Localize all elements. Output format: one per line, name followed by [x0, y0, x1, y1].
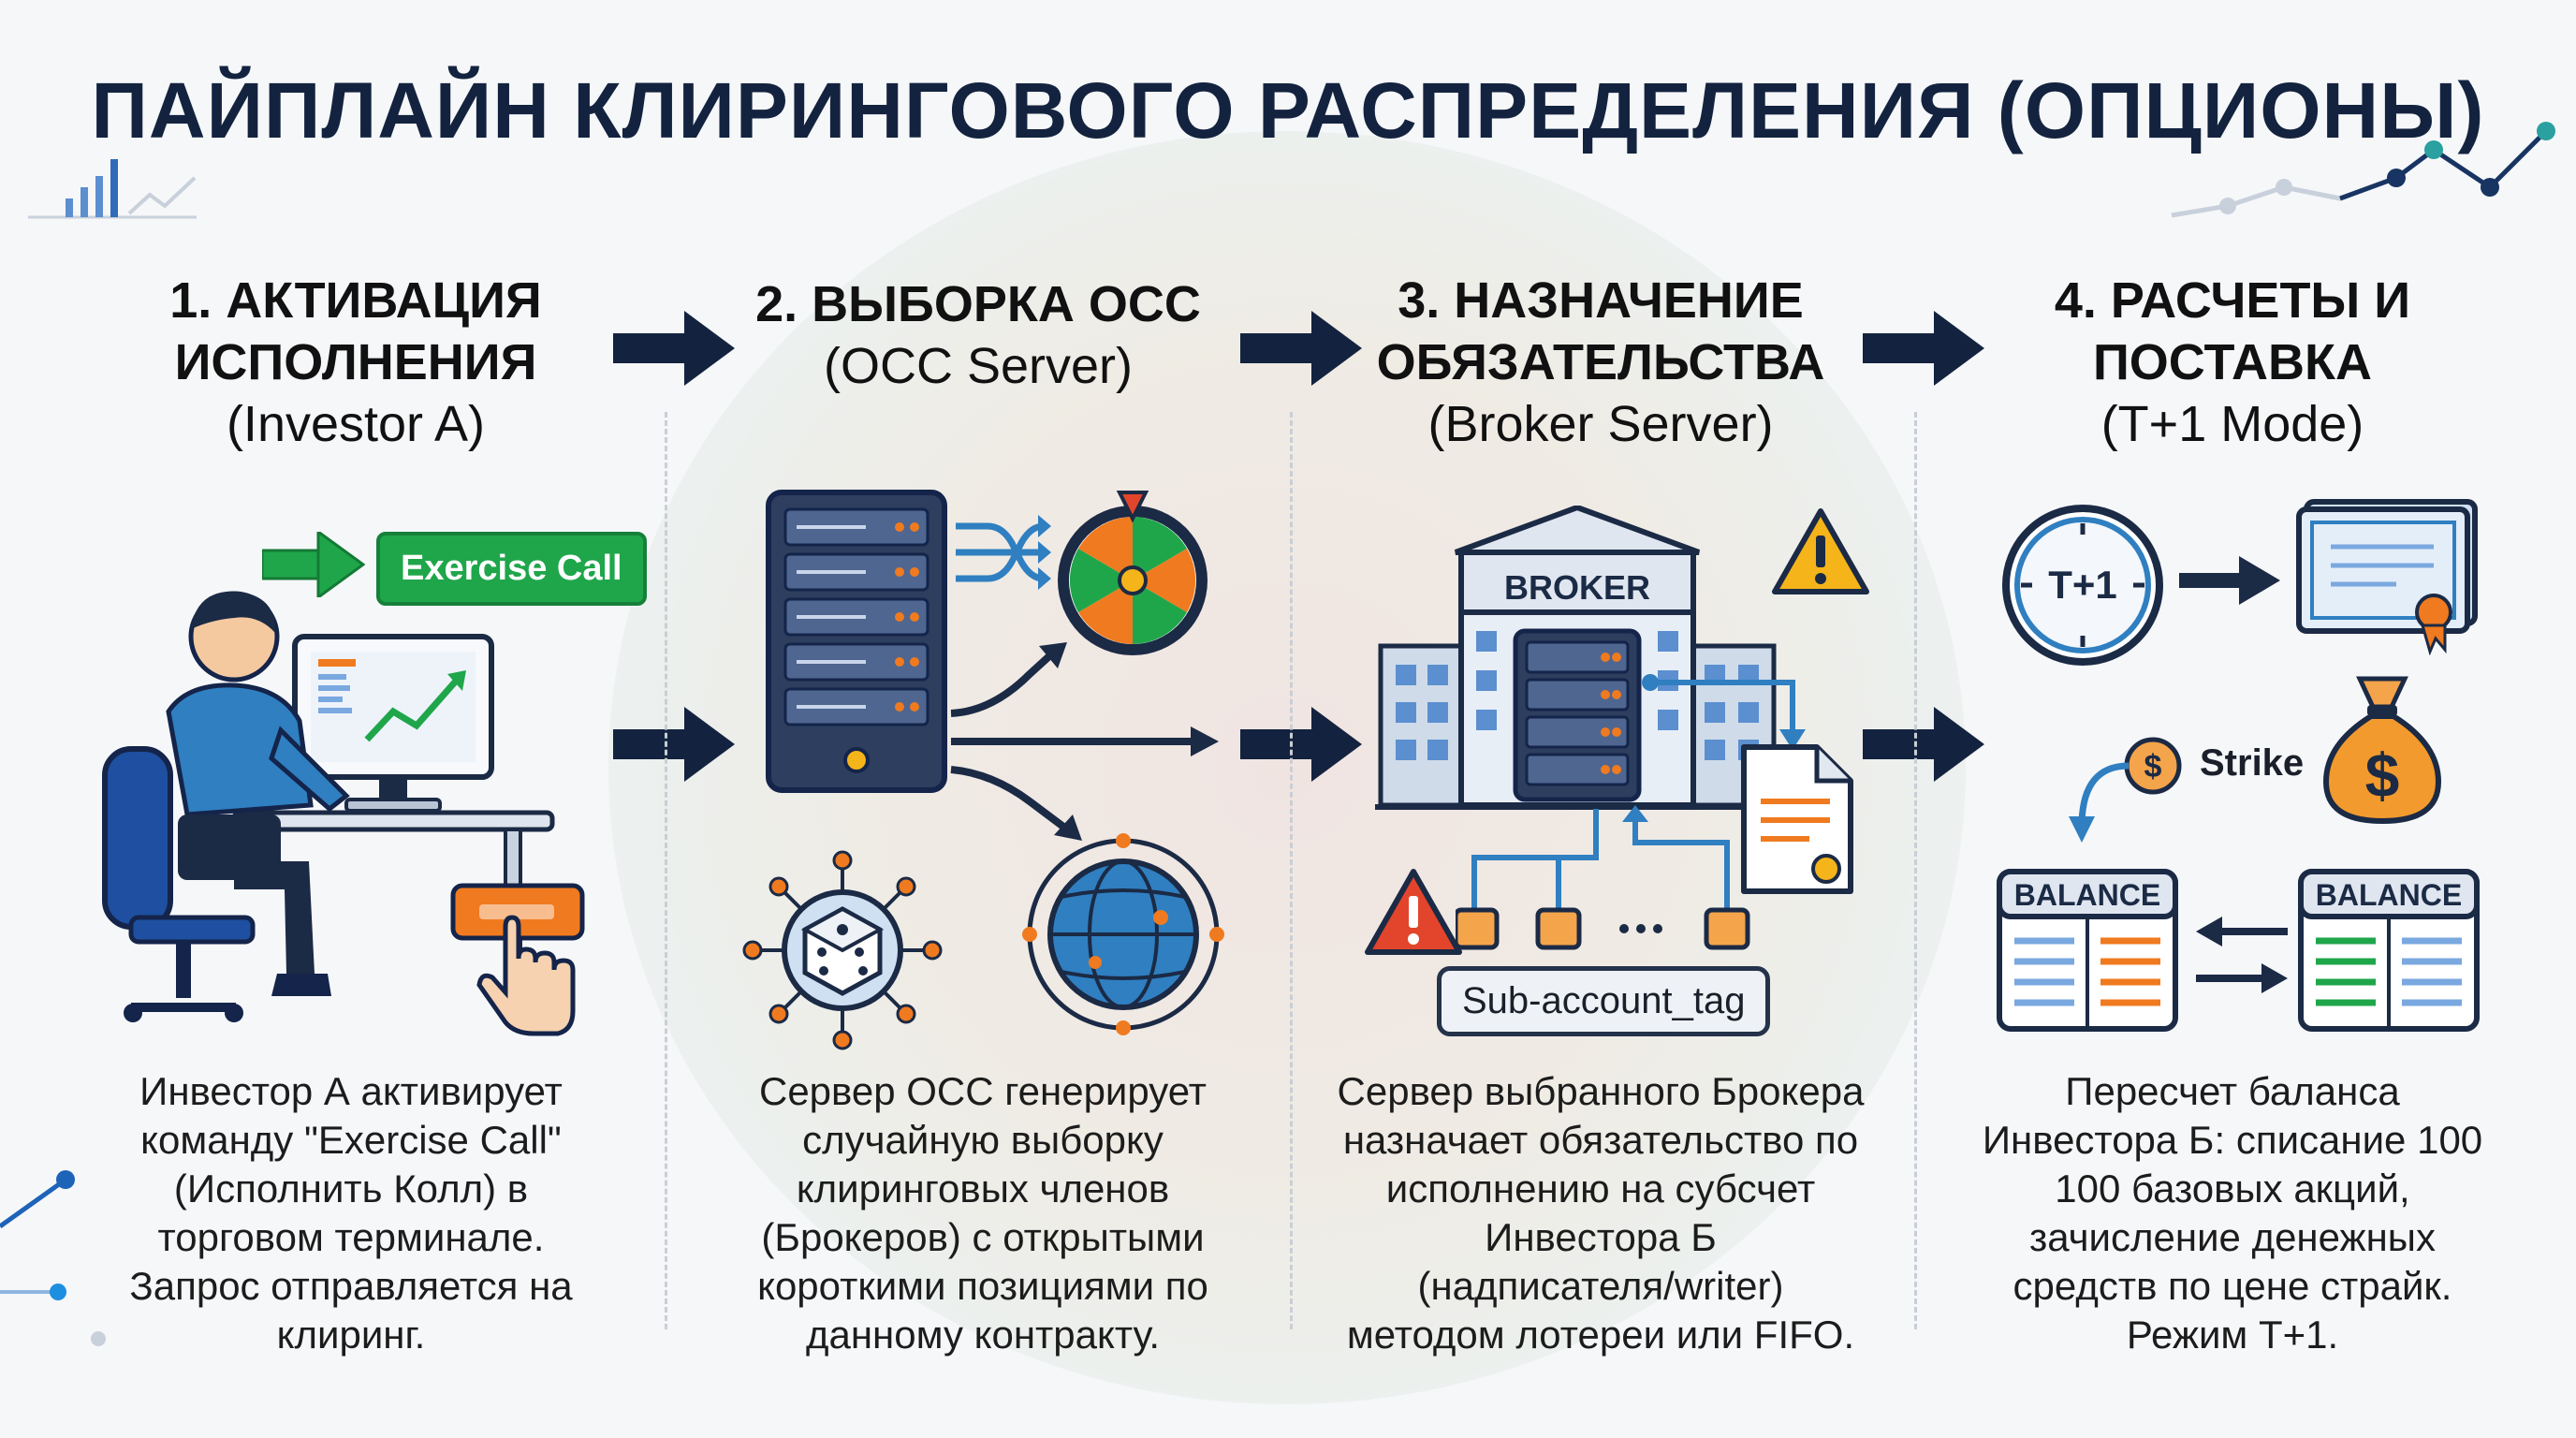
- lottery-wheel-icon: [1058, 491, 1208, 655]
- clock-icon: T+1: [2002, 505, 2163, 666]
- balance-ledger-icon: BALANCE: [2298, 869, 2480, 1032]
- arrow-right-icon: [1863, 707, 1984, 782]
- step-4-description: Пересчет баланса Инвестора Б: списание 1…: [1982, 1069, 2483, 1357]
- arrow-right-icon: [1863, 311, 1984, 386]
- warning-icon: [1365, 869, 1462, 955]
- arrow-right-icon: [1240, 311, 1362, 386]
- warning-icon: [1772, 508, 1869, 594]
- column-divider: [665, 412, 667, 1329]
- step-1-subheading: (Investor A): [226, 396, 486, 452]
- shuffle-icon: [956, 515, 1051, 590]
- arrow-right-icon: [2179, 556, 2280, 605]
- t-plus-one-label: T+1: [2048, 563, 2117, 607]
- dollar-sign-label: $: [2365, 741, 2400, 810]
- step-3-description: Сервер выбранного Брокера назначает обяз…: [1337, 1069, 1865, 1357]
- exercise-call-button[interactable]: Exercise Call: [376, 532, 647, 606]
- column-divider: [1914, 412, 1917, 1329]
- step-2-heading: 2. ВЫБОРКА OCC (OCC Server): [716, 273, 1240, 397]
- exchange-arrows-icon: [2196, 917, 2288, 993]
- certificate-icon: [2296, 499, 2478, 655]
- step-1-heading: 1. АКТИВАЦИЯ ИСПОЛНЕНИЯ (Investor A): [94, 270, 618, 455]
- balance-label: BALANCE: [2316, 878, 2462, 912]
- line-chart-icon-right: [2171, 122, 2555, 218]
- broker-building-icon: BROKER: [1375, 506, 1779, 810]
- step-3-heading: 3. НАЗНАЧЕНИЕ ОБЯЗАТЕЛЬСТВА (Broker Serv…: [1339, 270, 1863, 455]
- occ-server-rack-icon: [766, 490, 947, 793]
- broker-label: BROKER: [1504, 568, 1650, 607]
- page-title: ПАЙПЛАЙН КЛИРИНГОВОГО РАСПРЕДЕЛЕНИЯ (ОПЦ…: [91, 66, 2485, 154]
- investor-at-terminal-illustration: [102, 591, 555, 1022]
- arrow-right-icon: [613, 311, 735, 386]
- arrow-right-icon: [1240, 707, 1362, 782]
- column-divider: [1290, 412, 1293, 1329]
- step-2-subheading: (OCC Server): [823, 338, 1133, 394]
- balance-ledger-icon: BALANCE: [1997, 869, 2178, 1032]
- flow-arrows-icon: [950, 642, 1219, 841]
- sub-account-tag: Sub-account_tag: [1437, 966, 1771, 1036]
- step-4-subheading: (T+1 Mode): [2100, 396, 2364, 452]
- sub-accounts-tree-icon: [1456, 805, 1750, 950]
- line-chart-icon-bottom-left: [0, 1170, 106, 1346]
- strike-label: Strike: [2200, 742, 2305, 784]
- globe-network-icon: [1022, 833, 1224, 1035]
- click-button-icon[interactable]: [447, 880, 588, 1039]
- balance-label: BALANCE: [2014, 878, 2160, 912]
- money-bag-icon: $: [2322, 676, 2442, 825]
- step-3-subheading: (Broker Server): [1427, 396, 1774, 452]
- assignment-arrow-icon: [1642, 674, 1806, 750]
- step-4-heading: 4. РАСЧЕТЫ И ПОСТАВКА (T+1 Mode): [1970, 270, 2495, 455]
- green-arrow-icon: [262, 532, 365, 597]
- step-1-description: Инвестор А активирует команду "Exercise …: [129, 1069, 573, 1357]
- arrow-right-icon: [613, 707, 735, 782]
- random-dice-network-icon: [742, 850, 943, 1050]
- mini-chart-icon-left: [28, 159, 197, 219]
- step-2-description: Сервер OCC генерирует случайную выборку …: [757, 1069, 1208, 1357]
- coin-dollar-label: $: [2144, 749, 2162, 785]
- document-icon: [1741, 744, 1853, 894]
- curved-arrow-icon: [2069, 762, 2130, 843]
